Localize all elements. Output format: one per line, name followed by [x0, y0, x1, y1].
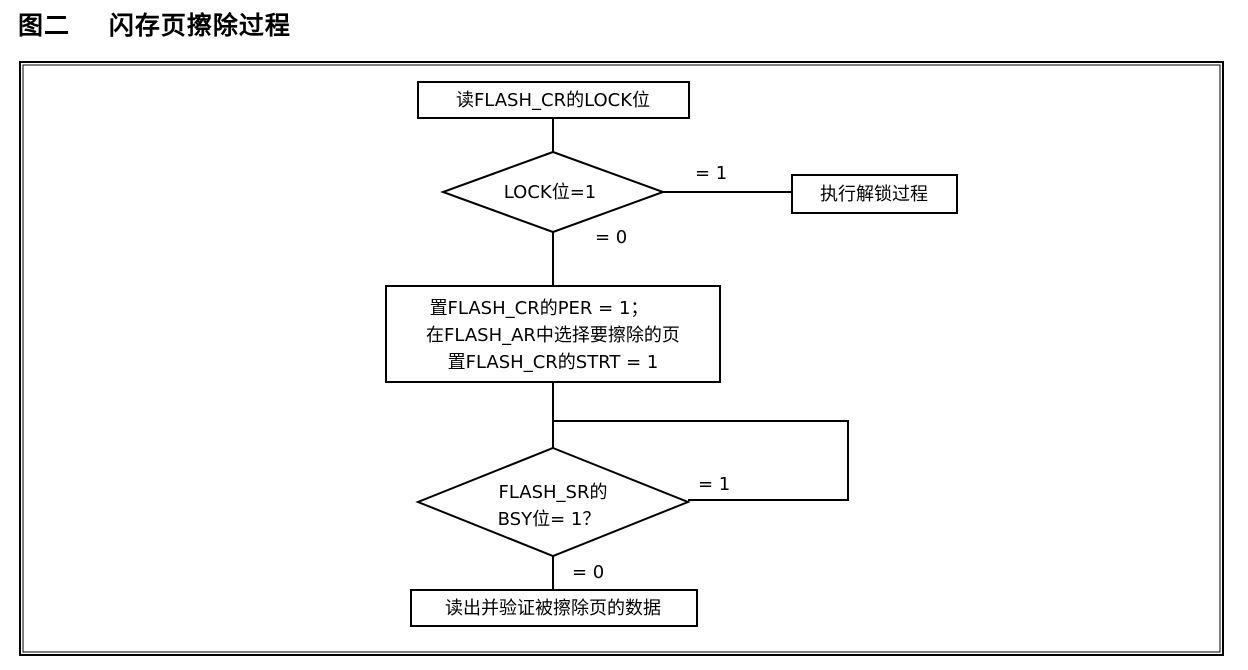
- diagram-border-inner: [22, 64, 1221, 653]
- box-verify: [410, 589, 698, 627]
- box-unlock-text: 执行解锁过程: [820, 184, 928, 205]
- diamond-lock-text: LOCK位=1: [504, 182, 596, 203]
- figure-title: 图二 闪存页擦除过程: [18, 11, 291, 40]
- box-unlock: [791, 174, 958, 214]
- label-lock-yes: = 1: [695, 163, 727, 184]
- diamond-lock: [440, 150, 666, 234]
- label-bsy-no: = 0: [572, 562, 604, 583]
- diamond-bsy-line-2: BSY位= 1？: [498, 509, 601, 530]
- box-set-per: [385, 285, 721, 383]
- label-lock-no: = 0: [595, 227, 627, 248]
- diamond-bsy: [415, 446, 691, 558]
- box-read-lock-text: 读FLASH_CR的LOCK位: [456, 90, 650, 111]
- label-bsy-yes: = 1: [698, 474, 730, 495]
- box-read-lock: [417, 81, 690, 119]
- diagram-border-outer: [19, 61, 1224, 656]
- connector-lines: [552, 118, 849, 590]
- box-set-per-line-2: 在FLASH_AR中选择要擦除的页: [426, 325, 680, 346]
- box-set-per-line-1: 置FLASH_CR的PER = 1；: [430, 298, 649, 319]
- connector-bsy-loop: [553, 420, 849, 501]
- box-set-per-line-3: 置FLASH_CR的STRT = 1: [448, 352, 659, 373]
- diamond-bsy-line-1: FLASH_SR的: [498, 482, 607, 503]
- box-verify-text: 读出并验证被擦除页的数据: [445, 598, 661, 619]
